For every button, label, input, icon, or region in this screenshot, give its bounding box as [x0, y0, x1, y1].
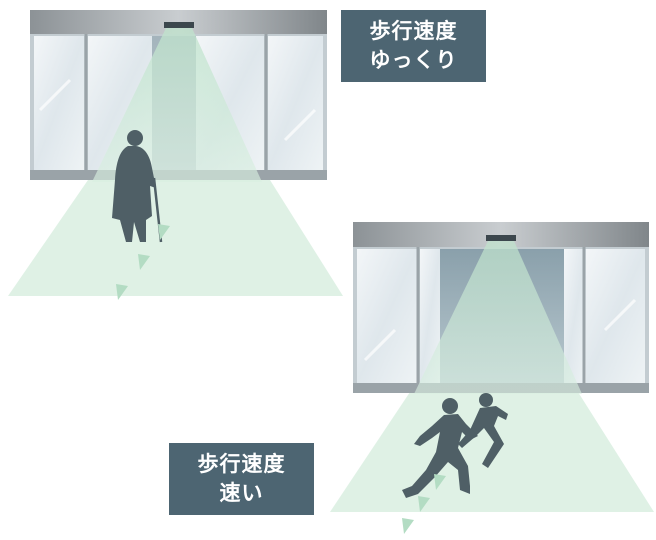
slow-detection-floor	[8, 180, 343, 296]
slow-sensor-icon	[164, 22, 194, 28]
slow-walking-arrows	[116, 224, 170, 300]
slow-speed-label-line2: ゆっくり	[369, 48, 458, 72]
running-people-icon	[402, 393, 508, 498]
fast-speed-label: 歩行速度 速い	[169, 443, 314, 515]
fast-sensor-beam	[414, 241, 582, 394]
fast-walking-arrows	[402, 474, 446, 534]
slow-speed-label: 歩行速度 ゆっくり	[341, 10, 486, 82]
slow-scene	[8, 10, 343, 300]
fast-speed-label-line1: 歩行速度	[197, 452, 286, 476]
fast-speed-label-line2: 速い	[219, 481, 264, 505]
slow-speed-label-line1: 歩行速度	[369, 19, 458, 43]
fast-scene	[330, 222, 654, 534]
fast-sensor-icon	[486, 235, 516, 241]
